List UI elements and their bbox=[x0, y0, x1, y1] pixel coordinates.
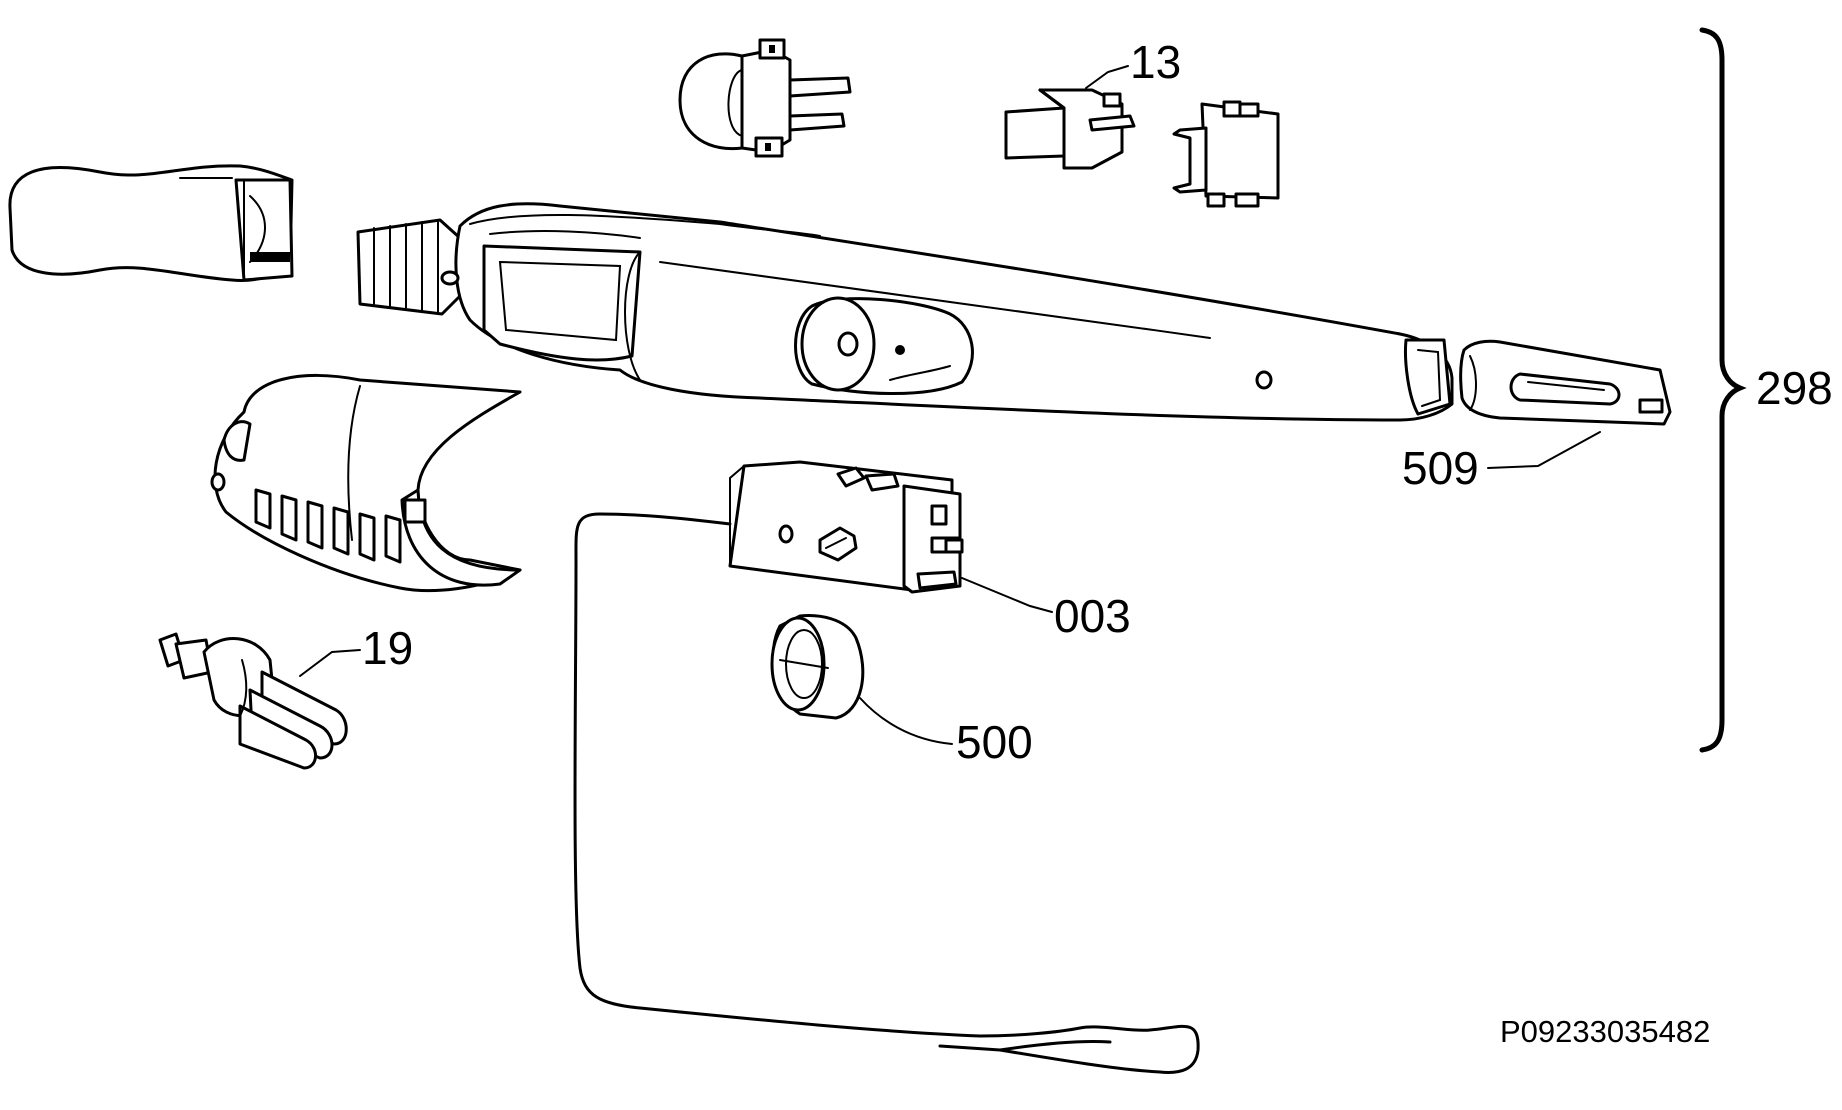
assembly-bracket bbox=[1699, 27, 1747, 753]
thermostat-part bbox=[728, 460, 964, 594]
switch-part bbox=[1004, 88, 1136, 170]
leader-line-509 bbox=[1487, 431, 1601, 469]
callout-label-003: 003 bbox=[1054, 590, 1131, 642]
callout-label-500: 500 bbox=[956, 716, 1033, 768]
lamp-body-part bbox=[356, 202, 1454, 422]
vented-lamp-cover-part bbox=[210, 373, 522, 593]
callout-label-19: 19 bbox=[362, 622, 413, 674]
leader-line-19 bbox=[299, 649, 361, 677]
switch-housing-part bbox=[1172, 100, 1280, 208]
callout-label-298: 298 bbox=[1756, 362, 1833, 414]
capillary-tip bbox=[998, 1039, 1112, 1052]
reference-code: P09233035482 bbox=[1500, 1014, 1710, 1049]
leader-line-500 bbox=[859, 697, 953, 745]
knob-ring-part bbox=[770, 614, 865, 720]
callout-label-13: 13 bbox=[1130, 36, 1181, 88]
leader-line-13 bbox=[1085, 65, 1129, 89]
tip-sleeve-part bbox=[1459, 339, 1672, 426]
lamp-holder-part bbox=[678, 38, 852, 158]
capillary-tube bbox=[573, 512, 1200, 1074]
handle-cover-part bbox=[8, 164, 294, 282]
callout-label-509: 509 bbox=[1402, 442, 1479, 494]
leader-line-003 bbox=[961, 577, 1053, 613]
bulb-part bbox=[158, 632, 348, 770]
